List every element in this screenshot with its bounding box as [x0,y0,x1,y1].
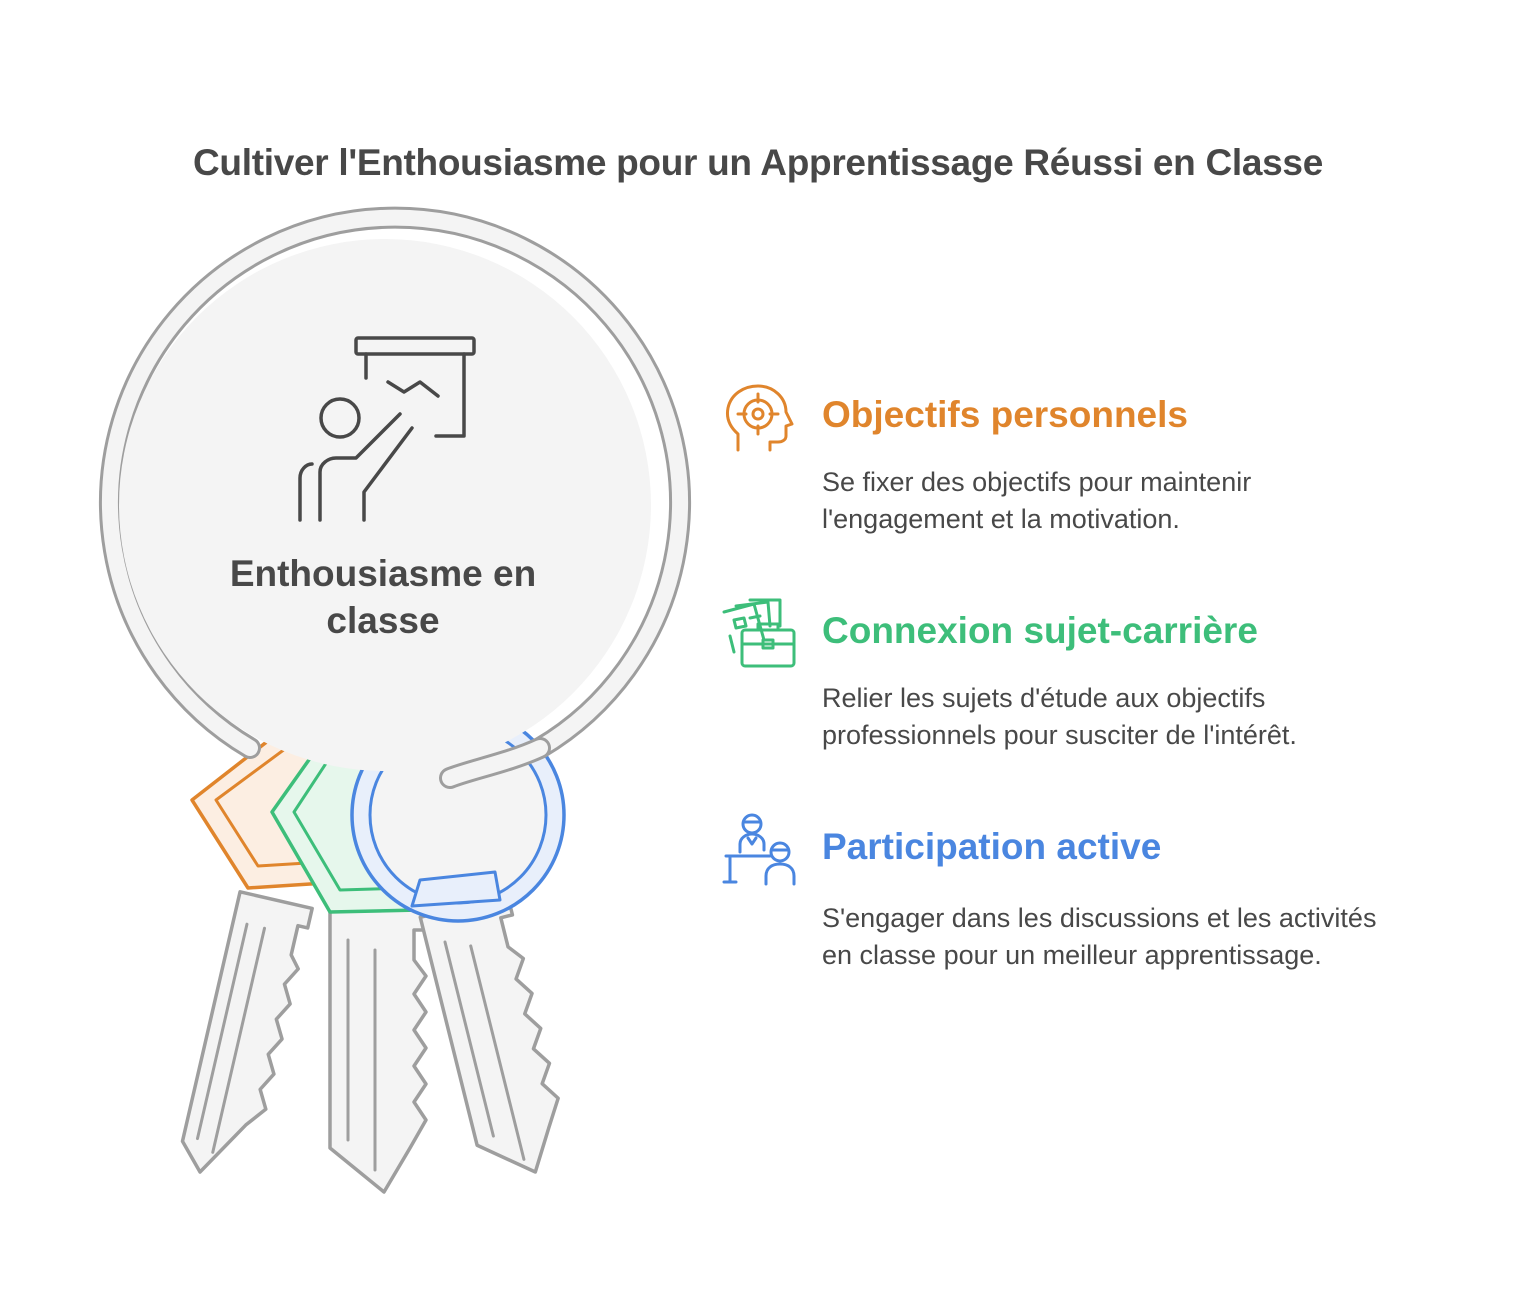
item-description: Relier les sujets d'étude aux objectifs … [822,683,1297,750]
people-discussion-icon [722,813,796,886]
item-title: Connexion sujet-carrière [822,610,1258,651]
item-title: Objectifs personnels [822,394,1188,435]
briefcase-documents-icon [722,598,796,668]
item-description: S'engager dans les discussions et les ac… [822,903,1377,970]
keyring-circle [99,206,691,789]
key-left [180,890,314,1174]
key-middle [328,908,432,1194]
item-description: Se fixer des objectifs pour maintenir l'… [822,467,1252,534]
head-target-icon [726,384,794,452]
center-label: Enthousiasme en classe [229,553,537,641]
key-right [418,893,560,1174]
page-title: Cultiver l'Enthousiasme pour un Apprenti… [193,142,1323,183]
keyring-illustration [99,206,691,1194]
teacher-presentation-icon [298,336,476,522]
item-title: Participation active [822,826,1162,867]
